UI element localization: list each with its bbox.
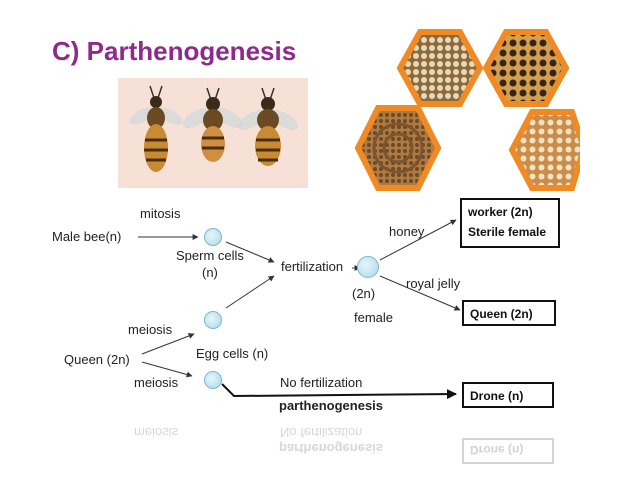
zygote-ploidy-label: (2n) bbox=[352, 286, 376, 301]
worker-result-line1: worker (2n) bbox=[468, 205, 533, 219]
parthenogenesis-label: parthenogenesis bbox=[279, 398, 384, 413]
queen-bee-icon bbox=[237, 87, 299, 166]
sperm-cell bbox=[204, 228, 222, 246]
fertilization-label: fertilization bbox=[281, 259, 344, 274]
reflection-no-fertilization: No fertilization bbox=[280, 425, 363, 440]
bee-illustrations bbox=[118, 78, 308, 188]
sperm-ploidy-label: (n) bbox=[202, 265, 218, 280]
honeycomb-cell-icon bbox=[396, 29, 484, 107]
drone-result-box: Drone (n) bbox=[462, 382, 554, 408]
female-label: female bbox=[354, 310, 394, 325]
arrow-queen-to-egg-upper bbox=[141, 333, 195, 355]
honeycomb-brood-icon bbox=[482, 29, 570, 107]
reflection-drone-label: Drone (n) bbox=[470, 443, 524, 457]
egg-cells-label: Egg cells (n) bbox=[196, 346, 269, 361]
egg-cell-lower bbox=[204, 371, 222, 389]
arrow-sperm-to-fertilization bbox=[225, 241, 275, 263]
male-bee-label: Male bee(n) bbox=[52, 229, 122, 244]
sperm-cells-label: Sperm cells bbox=[176, 248, 244, 263]
drone-bee-icon bbox=[182, 87, 244, 162]
honeycomb-larvae-icon bbox=[508, 109, 580, 191]
no-fertilization-label: No fertilization bbox=[280, 375, 363, 390]
arrow-zygote-to-queen bbox=[379, 275, 461, 311]
queen-result-box: Queen (2n) bbox=[462, 300, 556, 326]
arrow-zygote-to-worker bbox=[379, 219, 457, 261]
meiosis-upper-label: meiosis bbox=[128, 322, 173, 337]
arrow-queen-to-egg-lower bbox=[141, 361, 193, 378]
reflection-parthenogenesis: parthenogenesis bbox=[279, 441, 384, 456]
worker-result-box: worker (2n) Sterile female bbox=[460, 198, 560, 248]
queen-result-label: Queen (2n) bbox=[470, 307, 533, 321]
reflection-meiosis: meiosis bbox=[134, 425, 179, 440]
honey-label: honey bbox=[389, 224, 425, 239]
reflection-drone-box: Drone (n) bbox=[462, 438, 554, 464]
drone-result-label: Drone (n) bbox=[470, 389, 524, 403]
mitosis-label: mitosis bbox=[140, 206, 181, 221]
worker-bee-icon bbox=[129, 85, 183, 172]
zygote-cell bbox=[357, 256, 379, 278]
queen-parent-label: Queen (2n) bbox=[64, 352, 130, 367]
arrow-egg-to-fertilization bbox=[225, 275, 275, 309]
meiosis-lower-label: meiosis bbox=[134, 375, 179, 390]
slide-reflection: parthenogenesis No fertilization meiosis… bbox=[0, 418, 638, 478]
worker-result-line2: Sterile female bbox=[468, 225, 547, 239]
royal-jelly-label: royal jelly bbox=[406, 276, 461, 291]
honeycomb-comb-icon bbox=[354, 105, 442, 191]
arrow-egg-to-drone bbox=[221, 383, 457, 400]
egg-cell-upper bbox=[204, 311, 222, 329]
honeycomb-illustrations bbox=[354, 29, 580, 191]
slide-title: C) Parthenogenesis bbox=[52, 36, 297, 66]
